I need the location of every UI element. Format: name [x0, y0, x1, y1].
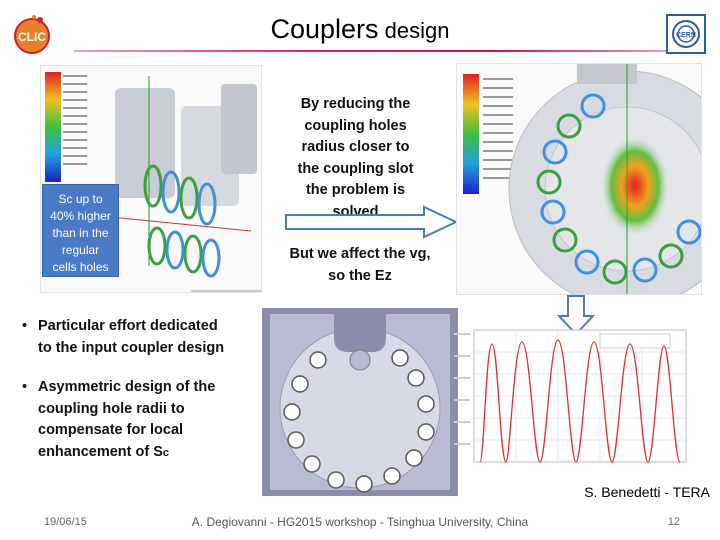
- bullet-line-text: enhancement of S: [38, 443, 163, 460]
- image-credit: S. Benedetti - TERA: [584, 484, 710, 500]
- coupler-disk-image: [262, 308, 458, 496]
- footer-title: A. Degiovanni - HG2015 workshop - Tsingh…: [191, 515, 529, 529]
- slide-title: Couplers design: [0, 14, 720, 45]
- middle-text-bottom: But we affect the vg, so the Ez: [280, 244, 440, 287]
- simulation-right-image: [456, 63, 702, 295]
- bullet-dot: •: [22, 379, 28, 395]
- bullet-line: Asymmetric design of the: [38, 379, 216, 395]
- middle-text-line: coupling holes: [304, 117, 407, 134]
- bullet-list: • Particular effort dedicated to the inp…: [22, 316, 258, 482]
- bullet-item: • Particular effort dedicated to the inp…: [22, 316, 258, 359]
- field-plot-image: [454, 329, 687, 463]
- bullet-dot: •: [22, 318, 28, 334]
- sc-label-line: than in the: [52, 226, 109, 240]
- footer-date: 19/06/15: [44, 516, 87, 528]
- bullet-line: coupling hole radii to: [38, 400, 185, 417]
- clic-logo: CLIC: [14, 15, 50, 54]
- page-number: 12: [667, 516, 680, 528]
- middle-text-line: the coupling slot: [297, 160, 414, 177]
- bullet-item: • Asymmetric design of the coupling hole…: [22, 377, 258, 464]
- sc-label-line: cells holes: [52, 260, 109, 274]
- middle-text-line: the problem is: [305, 182, 406, 198]
- sc-label-box: Sc up to 40% higher than in the regular …: [42, 184, 119, 277]
- arrow-right-icon: [285, 205, 459, 239]
- middle-text-top: By reducing the coupling holes radius cl…: [283, 94, 428, 223]
- sc-label-line: regular: [61, 243, 100, 257]
- sc-label-line: 40% higher: [50, 209, 111, 223]
- bullet-line: compensate for local: [38, 422, 184, 438]
- sc-label-line: Sc up to: [58, 192, 103, 206]
- slide-title-main: Couplers: [270, 14, 379, 44]
- arrow-down-icon: [556, 295, 596, 336]
- cern-logo-text: CERN: [676, 32, 696, 39]
- bullet-line: Particular effort dedicated: [38, 318, 218, 334]
- bullet-line: enhancement of Sc: [38, 442, 258, 465]
- cern-logo: CERN: [666, 14, 706, 54]
- bullet-subscript: c: [162, 446, 170, 459]
- middle-text-line: radius closer to: [301, 139, 410, 155]
- middle-text-line: so the Ez: [328, 267, 392, 284]
- bullet-line: to the input coupler design: [38, 339, 225, 356]
- clic-logo-text: CLIC: [18, 30, 46, 44]
- middle-text-line: But we affect the vg,: [289, 246, 431, 262]
- middle-text-line: By reducing the: [300, 96, 411, 112]
- slide-title-rest: design: [378, 18, 450, 43]
- simulation-left-image: [40, 65, 262, 293]
- title-rule: [74, 50, 674, 52]
